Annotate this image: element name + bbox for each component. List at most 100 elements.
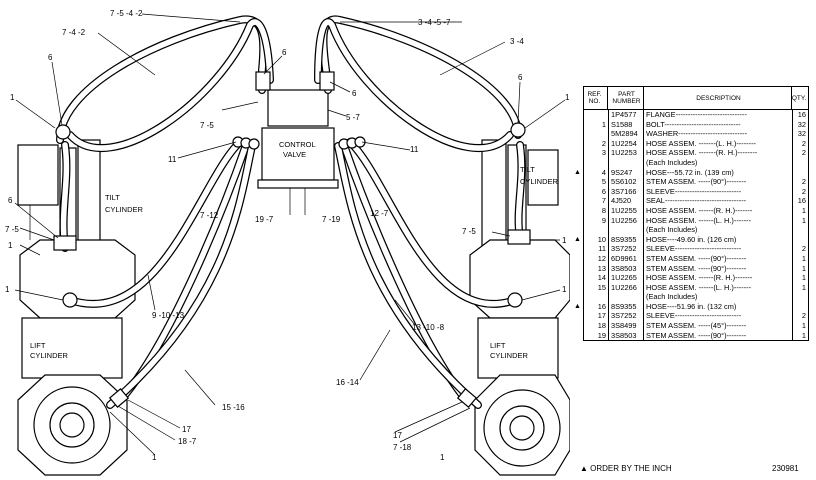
ref-no-cell: 18 [584, 321, 608, 331]
ref-no-cell: 11 [584, 244, 608, 254]
qty-cell [792, 292, 808, 302]
part-number-cell: 3S8503 [608, 330, 644, 341]
ref-no-cell: 2 [584, 139, 608, 149]
ref-no-cell: 15 [584, 283, 608, 293]
callout-3-4: 3 -4 [510, 37, 524, 46]
qty-cell [792, 234, 808, 245]
qty-cell: 2 [792, 311, 808, 322]
ref-no-cell: ▲10 [574, 235, 608, 245]
ref-no-cell: 3 [584, 148, 608, 158]
part-number-cell-text: 3S8503 [611, 330, 637, 340]
part-number-cell: S1588 [608, 119, 644, 130]
part-number-cell-text: 9S247 [611, 167, 633, 177]
description-cell-text: STEM ASSEM. -----(90°)-------- [646, 330, 747, 340]
ref-no-cell-text: 6 [601, 186, 606, 196]
qty-cell: 2 [792, 186, 808, 197]
order-by-inch-marker: ▲ [574, 302, 581, 310]
ref-no-cell: 8 [584, 206, 608, 216]
part-number-cell: 3S8499 [608, 321, 644, 331]
qty-cell [792, 157, 808, 168]
description-cell: SEAL--------------------------------- [644, 196, 792, 206]
qty-cell: 2 [792, 148, 808, 158]
part-number-cell: 1U2255 [608, 205, 644, 216]
part-number-cell: 6D9961 [608, 253, 644, 264]
callout-18-7: 18 -7 [178, 437, 197, 446]
ref-no-cell-text: 18 [597, 321, 606, 331]
description-cell: HOSE----49.60 in. (126 cm) [644, 235, 792, 245]
order-by-inch-note: ▲ ORDER BY THE INCH [580, 464, 672, 473]
right-lift-cylinder-label: CYLINDER [490, 351, 529, 360]
callout-6: 6 [48, 53, 53, 62]
qty-cell: 16 [792, 196, 808, 206]
left-lift-cylinder-label: CYLINDER [30, 351, 69, 360]
ref-no-cell-text: 13 [597, 263, 606, 273]
qty-cell-text: 1 [801, 263, 806, 273]
qty-cell-text: 32 [797, 119, 806, 129]
description-cell: HOSE ASSEM. -------(R. H.)-------- [644, 148, 792, 158]
part-number-cell: 3S7252 [608, 311, 644, 322]
qty-cell [792, 225, 808, 235]
hydraulic-hose-diagram: 7 -5 -4 -2 7 -4 -2 3 -4 -5 -7 3 -4 6 6 6… [5, 9, 570, 476]
right-tilt-cylinder-label: TILT [520, 165, 535, 174]
qty-cell: 1 [792, 253, 808, 264]
description-cell-text: SLEEVE--------------------------- [646, 311, 742, 321]
description-cell-text: SLEEVE--------------------------- [646, 244, 742, 254]
ref-no-cell: 14 [584, 273, 608, 283]
parts-list-table: REF. NO. PART NUMBER DESCRIPTION QTY. 1P… [574, 86, 809, 342]
qty-cell-text: 2 [801, 311, 806, 321]
qty-cell: 2 [792, 138, 808, 149]
description-cell: BOLT------------------------------- [644, 120, 792, 130]
left-tilt-cylinder [17, 139, 101, 251]
table-row: (Each Includes) [584, 292, 808, 302]
ref-no-cell [584, 292, 608, 302]
description-cell: STEM ASSEM. -----(90°)-------- [644, 264, 792, 274]
ref-no-cell-text: 11 [598, 244, 606, 254]
callout-11: 11 [168, 155, 177, 164]
part-number-cell-text: S1588 [611, 119, 633, 129]
ref-no-cell-text: 14 [597, 273, 606, 283]
part-number-cell-text: 8S9355 [611, 301, 637, 311]
ref-no-cell: 19 [584, 331, 608, 341]
description-cell: STEM ASSEM. -----(90°)-------- [644, 331, 792, 341]
callout-7-19: 7 -19 [322, 215, 341, 224]
description-cell: WASHER---------------------------- [644, 129, 792, 139]
callout-7-5: 7 -5 [462, 227, 476, 236]
callout-1: 1 [152, 453, 157, 462]
callout-1: 1 [5, 285, 10, 294]
callout-19-7: 19 -7 [255, 215, 274, 224]
right-tilt-cylinder-label: CYLINDER [520, 177, 559, 186]
description-cell-text: STEM ASSEM. -----(45°)-------- [646, 321, 747, 331]
leader-lines [14, 13, 566, 456]
description-cell-text: SLEEVE--------------------------- [646, 186, 742, 196]
ref-no-cell: 6 [584, 187, 608, 197]
description-cell-text: WASHER---------------------------- [646, 129, 748, 139]
part-number-cell-text: 3S7252 [611, 311, 637, 321]
ref-no-cell-text: 19 [597, 330, 606, 340]
qty-cell-text: 2 [801, 138, 806, 148]
qty-cell: 2 [792, 177, 808, 187]
control-valve-label: VALVE [283, 150, 306, 159]
part-number-cell-text: 8S9355 [611, 234, 637, 244]
control-valve [257, 89, 339, 215]
part-number-cell-text: 4J520 [611, 196, 632, 206]
qty-cell: 16 [792, 110, 808, 120]
callout-16-14: 16 -14 [336, 378, 359, 387]
ref-no-cell: ▲4 [574, 168, 608, 178]
description-cell-text: STEM ASSEM. -----(90°)-------- [646, 263, 747, 273]
description-cell: (Each Includes) [644, 158, 792, 168]
callout-17: 17 [182, 425, 191, 434]
part-number-cell: 1P4577 [608, 110, 644, 120]
ref-no-cell-text: 8 [601, 205, 606, 215]
callout-7-12: 7 -12 [200, 211, 219, 220]
callout-17: 17 [393, 431, 402, 440]
description-cell-text: HOSE---55.72 in. (139 cm) [646, 167, 734, 177]
description-cell-text: HOSE ASSEM. ------(R. H.)------- [646, 273, 753, 283]
description-cell: STEM ASSEM. -----(45°)-------- [644, 321, 792, 331]
ref-no-cell: 1 [584, 120, 608, 130]
